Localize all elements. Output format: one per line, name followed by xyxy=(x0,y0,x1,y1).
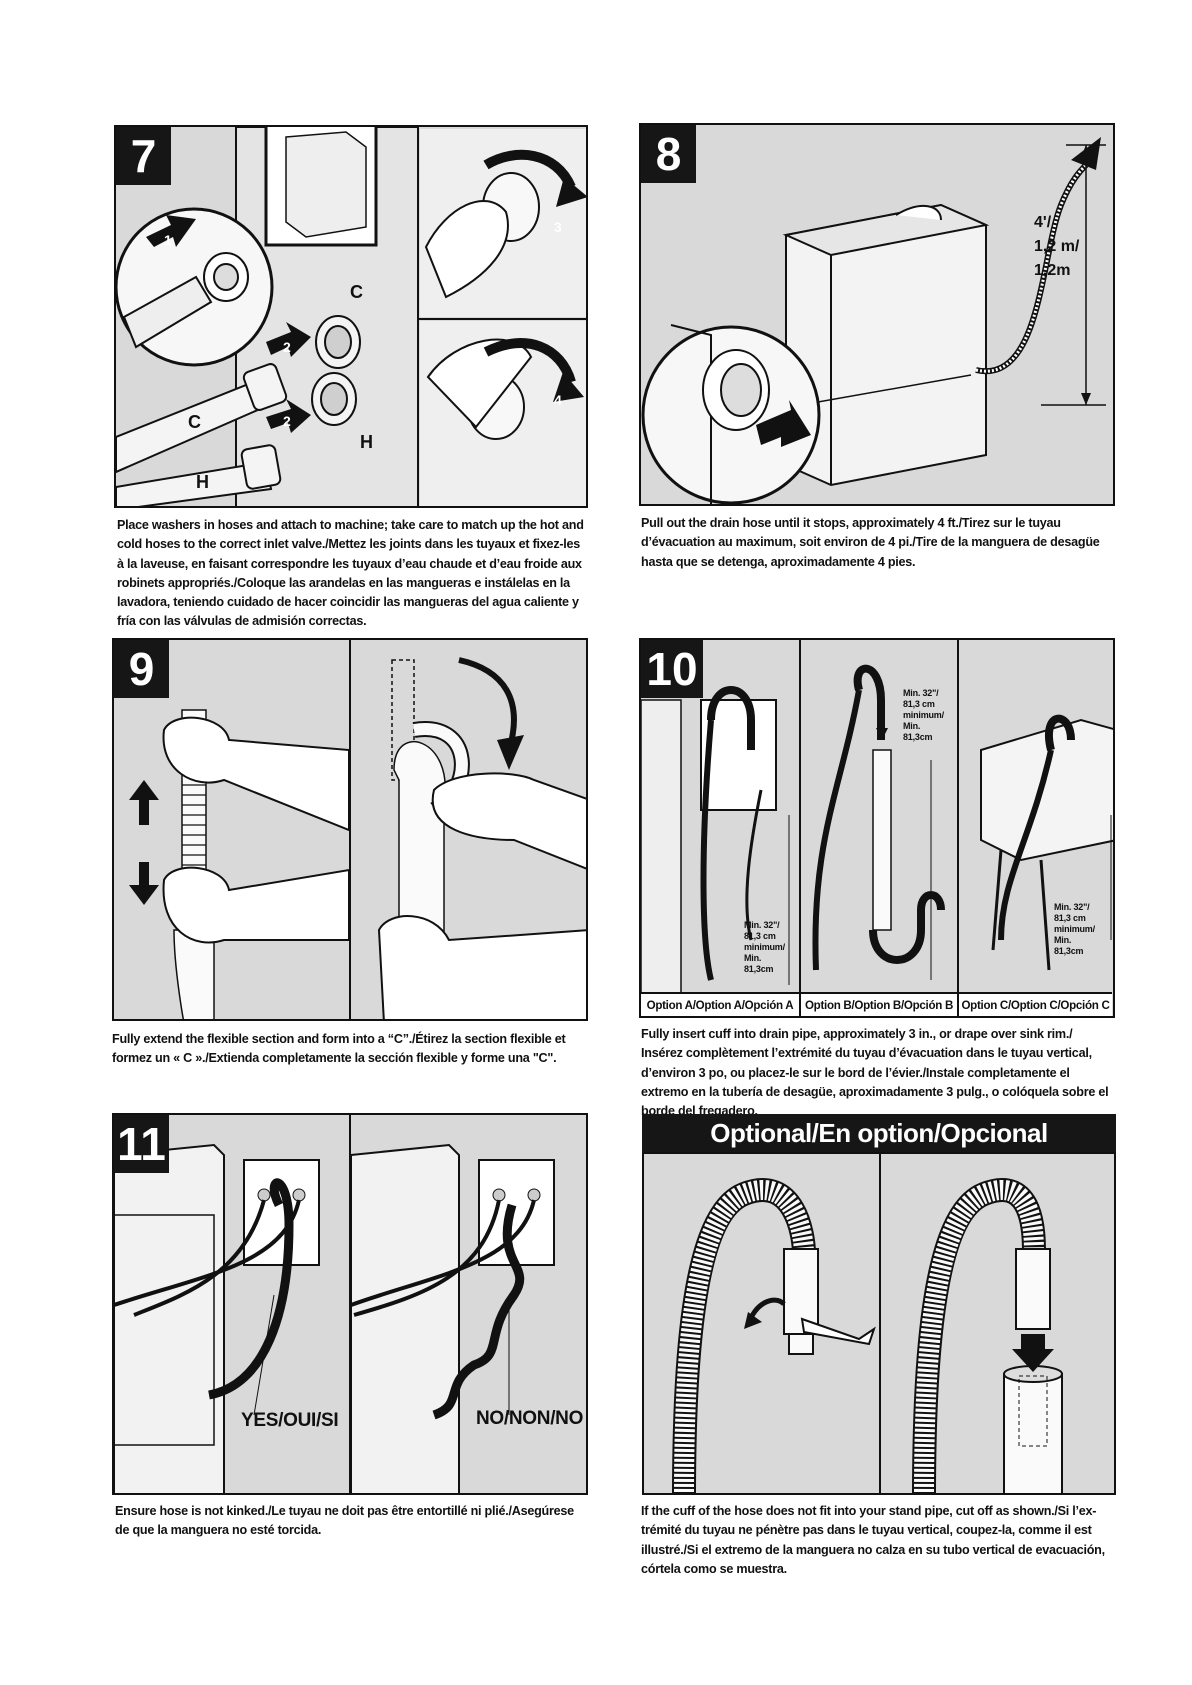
step-10-option-b-label: Option B/Option B/Opción B xyxy=(799,992,957,1016)
min-label-a-line2: 81,3 cm xyxy=(744,931,776,941)
step-7-mark-2a: 2 xyxy=(283,339,291,355)
min-label-c-line3: minimum/ xyxy=(1054,924,1095,934)
optional-divider xyxy=(879,1154,881,1493)
step-10-option-c-label: Option C/Option C/Opción C xyxy=(957,992,1112,1016)
min-label-a-line3: minimum/ xyxy=(744,942,785,952)
step-11-illustration xyxy=(114,1143,555,1493)
step-10-illustration xyxy=(641,664,1113,1001)
min-label-b-line4: Min. xyxy=(903,721,921,731)
min-label-b-line5: 81,3cm xyxy=(903,732,933,742)
step-9-caption: Fully extend the flexible section and fo… xyxy=(112,1032,566,1066)
min-label-c-line5: 81,3cm xyxy=(1054,946,1084,956)
min-label-a-line1: Min. 32"/ xyxy=(744,920,780,930)
step-8-panel: 8 4'/ 1,2 m/ 1,2m xyxy=(639,123,1115,506)
step-11-no-label: NO/NON/NO xyxy=(476,1408,584,1429)
step-7-hot-label: H xyxy=(360,432,373,452)
step-8-caption: Pull out the drain hose until it stops, … xyxy=(641,516,1100,569)
optional-header: Optional/En option/Opcional xyxy=(642,1114,1116,1152)
step-7-illustration xyxy=(116,127,586,506)
step-11-panel: 11 YES/OUI/SI NO/NON/NO xyxy=(112,1113,588,1495)
min-label-b-line1: Min. 32"/ xyxy=(903,688,939,698)
step-10-option-a-label: Option A/Option A/Opción A xyxy=(641,992,799,1016)
min-label-c-line2: 81,3 cm xyxy=(1054,913,1086,923)
step-11-caption: Ensure hose is not kinked./Le tuyau ne d… xyxy=(115,1504,574,1538)
step-8-illustration xyxy=(641,137,1106,504)
step-10-caption: Fully insert cuff into drain pipe, appro… xyxy=(641,1027,1109,1119)
step-10-min-label-b: Min. 32"/ 81,3 cm minimum/ Min. 81,3cm xyxy=(903,688,944,743)
step-9-illustration xyxy=(129,657,586,1019)
min-label-b-line3: minimum/ xyxy=(903,710,944,720)
step-7-mark-3: 3 xyxy=(554,219,562,235)
step-10-panel: 10 Min. 32"/ 81,3 cm minimum/ Min. 81,3c… xyxy=(639,638,1115,1018)
step-8-measurement-m1: 1,2 m/ xyxy=(1034,238,1080,255)
step-10-min-label-c: Min. 32"/ 81,3 cm minimum/ Min. 81,3cm xyxy=(1054,902,1095,957)
step-10-min-label-a: Min. 32"/ 81,3 cm minimum/ Min. 81,3cm xyxy=(744,920,785,975)
min-label-a-line4: Min. xyxy=(744,953,762,963)
step-10-divider-1 xyxy=(799,640,801,992)
optional-panel xyxy=(642,1152,1116,1495)
step-7-hose-hot-label: H xyxy=(196,472,209,492)
step-8-measurement: 4'/ 1,2 m/ 1,2m xyxy=(1034,211,1079,283)
step-8-measurement-ft: 4'/ xyxy=(1034,214,1052,231)
step-7-mark-2b: 2 xyxy=(283,413,291,429)
step-10-number: 10 xyxy=(641,640,703,698)
step-11-yes-label: YES/OUI/SI xyxy=(241,1410,339,1431)
step-7-hose-cold-label: C xyxy=(188,412,201,432)
min-label-b-line2: 81,3 cm xyxy=(903,699,935,709)
step-8-measurement-m2: 1,2m xyxy=(1034,262,1071,279)
step-7-caption: Place washers in hoses and attach to mac… xyxy=(117,518,584,629)
step-10-divider-2 xyxy=(957,640,959,992)
step-7-number: 7 xyxy=(116,127,171,185)
step-7-panel: 7 1 2 2 3 4 C H C H xyxy=(114,125,588,508)
step-7-cold-label: C xyxy=(350,282,363,302)
min-label-c-line4: Min. xyxy=(1054,935,1072,945)
step-11-number: 11 xyxy=(114,1115,169,1173)
min-label-c-line1: Min. 32"/ xyxy=(1054,902,1090,912)
optional-caption: If the cuff of the hose does not fit int… xyxy=(641,1504,1105,1576)
optional-illustration xyxy=(672,1178,1063,1493)
step-9-panel: 9 xyxy=(112,638,588,1021)
step-8-number: 8 xyxy=(641,125,696,183)
step-7-mark-4: 4 xyxy=(554,392,562,408)
step-9-number: 9 xyxy=(114,640,169,698)
min-label-a-line5: 81,3cm xyxy=(744,964,774,974)
step-7-mark-1: 1 xyxy=(164,232,172,248)
